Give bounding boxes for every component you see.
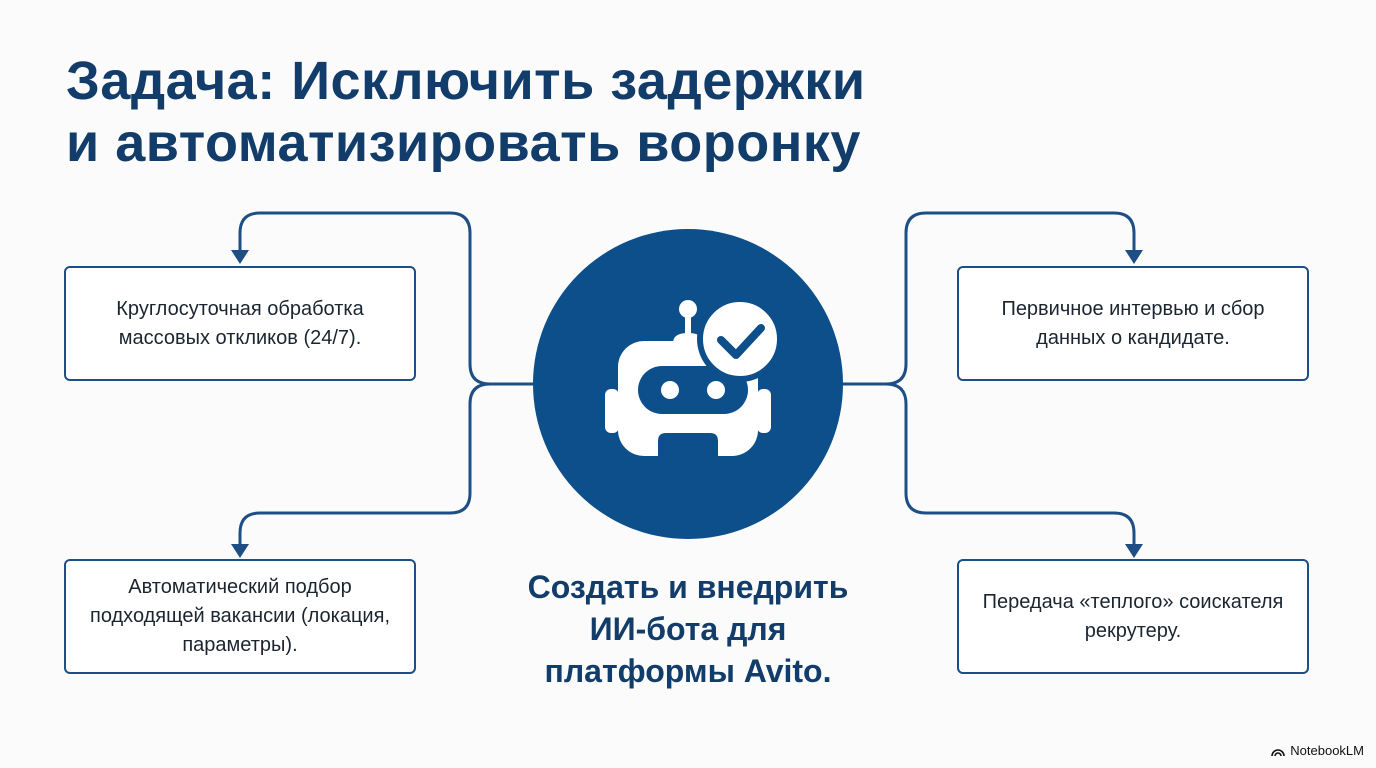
title-line-2: и автоматизировать воронку <box>66 113 861 173</box>
center-caption-line: платформы Avito. <box>544 653 832 689</box>
arrow-head-icon <box>1125 544 1143 558</box>
center-circle <box>533 229 843 539</box>
box-text: Автоматический подбор подходящей ваканси… <box>89 576 390 656</box>
box-bottom-right: Передача «теплого» соискателя рекрутеру. <box>957 559 1309 674</box>
connector-bottom-right <box>885 382 1136 546</box>
connector-bottom-left <box>238 382 491 546</box>
arrow-head-icon <box>231 250 249 264</box>
notebooklm-brand: NotebookLM <box>1271 743 1364 758</box>
box-top-right: Первичное интервью и сбор данных о канди… <box>957 266 1309 381</box>
arrow-head-icon <box>1125 250 1143 264</box>
title-line-1: Задача: Исключить задержки <box>66 51 866 111</box>
box-text: Круглосуточная обработка массовых отклик… <box>116 297 364 349</box>
box-top-left: Круглосуточная обработка массовых отклик… <box>64 266 416 381</box>
slide-title: Задача: Исключить задержки и автоматизир… <box>66 50 866 174</box>
connector-top-right <box>843 211 1136 386</box>
arrow-head-icon <box>231 544 249 558</box>
connector-top-left <box>238 211 533 386</box>
notebooklm-logo-icon <box>1271 748 1286 756</box>
box-bottom-left: Автоматический подбор подходящей ваканси… <box>64 559 416 674</box>
box-text: Первичное интервью и сбор данных о канди… <box>1001 297 1265 349</box>
box-text: Передача «теплого» соискателя рекрутеру. <box>982 590 1284 642</box>
center-caption-line: ИИ-бота для <box>589 611 787 647</box>
center-caption: Создать и внедрить ИИ-бота для платформы… <box>480 566 896 692</box>
robot-check-icon <box>605 296 783 457</box>
brand-label: NotebookLM <box>1290 743 1364 758</box>
center-caption-line: Создать и внедрить <box>527 569 849 605</box>
